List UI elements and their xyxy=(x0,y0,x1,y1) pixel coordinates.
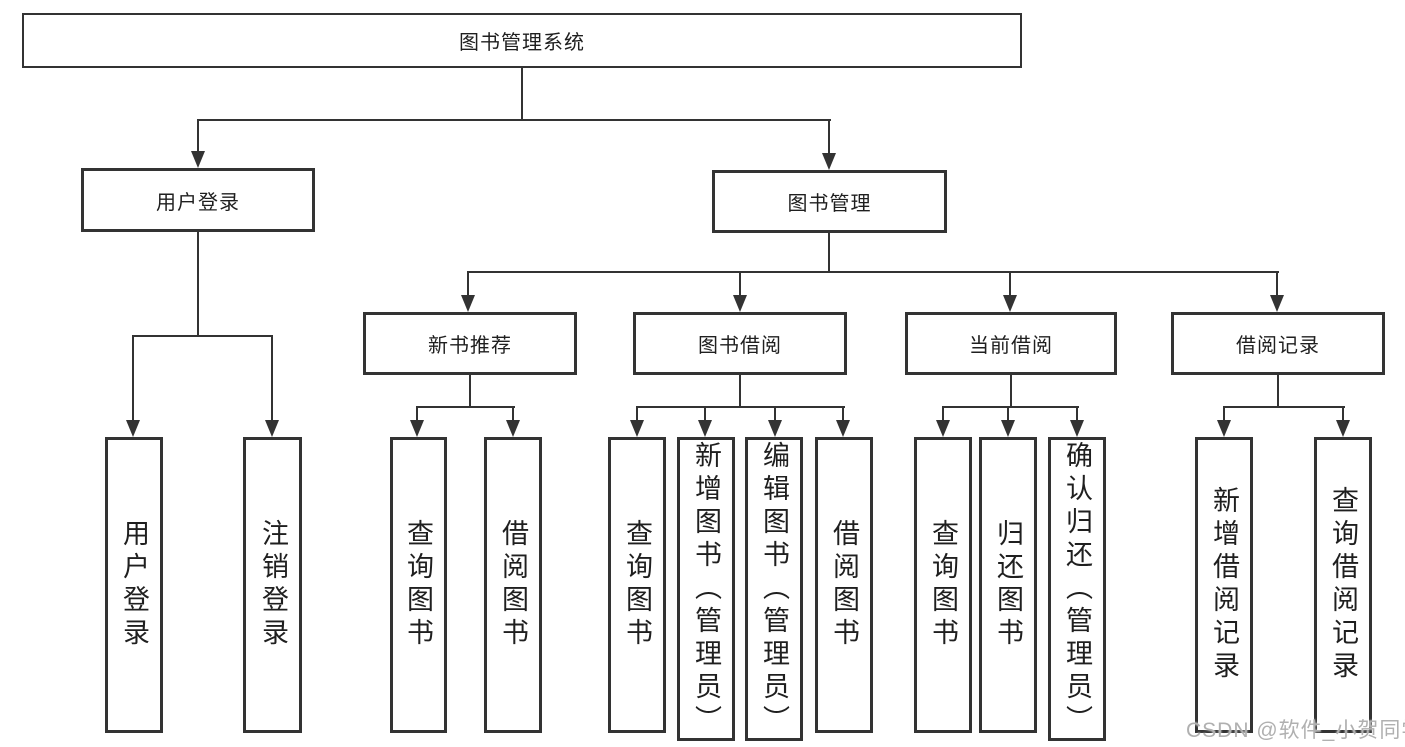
node-current-borrowing: 当前借阅 xyxy=(905,312,1117,375)
connector-line xyxy=(197,119,831,121)
leaf-query-books-current: 查询图书 xyxy=(914,437,972,733)
connector-line xyxy=(1223,406,1345,408)
connector-line xyxy=(842,406,844,423)
node-root: 图书管理系统 xyxy=(22,13,1022,68)
node-user-login: 用户登录 xyxy=(81,168,315,232)
connector-line xyxy=(467,271,469,298)
connector-line xyxy=(774,406,776,423)
connector-line xyxy=(636,406,845,408)
arrowhead-icon xyxy=(1217,420,1231,437)
connector-line xyxy=(469,375,471,408)
connector-line xyxy=(271,335,273,423)
arrowhead-icon xyxy=(768,420,782,437)
leaf-logout: 注销登录 xyxy=(243,437,302,733)
arrowhead-icon xyxy=(1270,295,1284,312)
leaf-borrow-books-borrow: 借阅图书 xyxy=(815,437,873,733)
connector-line xyxy=(132,335,134,423)
arrowhead-icon xyxy=(1001,420,1015,437)
arrowhead-icon xyxy=(265,420,279,437)
connector-line xyxy=(512,406,514,423)
leaf-add-book-admin: 新增图书（管理员） xyxy=(677,437,735,741)
connector-line xyxy=(467,271,1279,273)
connector-line xyxy=(416,406,418,423)
node-book-borrowing: 图书借阅 xyxy=(633,312,847,375)
connector-line xyxy=(828,119,830,155)
arrowhead-icon xyxy=(1336,420,1350,437)
csdn-watermark: CSDN @软件_小贺同学 xyxy=(1186,719,1405,742)
connector-line xyxy=(1076,406,1078,423)
arrowhead-icon xyxy=(126,420,140,437)
leaf-confirm-return-admin: 确认归还（管理员） xyxy=(1048,437,1106,741)
arrowhead-icon xyxy=(822,153,836,170)
node-book-management: 图书管理 xyxy=(712,170,947,233)
connector-line xyxy=(1007,406,1009,423)
leaf-user-login: 用户登录 xyxy=(105,437,163,733)
connector-line xyxy=(704,406,706,423)
arrowhead-icon xyxy=(1070,420,1084,437)
connector-line xyxy=(416,406,515,408)
connector-line xyxy=(197,232,199,337)
leaf-query-books-recommend: 查询图书 xyxy=(390,437,447,733)
arrowhead-icon xyxy=(630,420,644,437)
leaf-query-books-borrow: 查询图书 xyxy=(608,437,666,733)
arrowhead-icon xyxy=(836,420,850,437)
connector-line xyxy=(636,406,638,423)
connector-line xyxy=(1223,406,1225,423)
leaf-add-borrow-record: 新增借阅记录 xyxy=(1195,437,1253,733)
connector-line xyxy=(1009,271,1011,298)
leaf-edit-book-admin: 编辑图书（管理员） xyxy=(745,437,803,741)
arrowhead-icon xyxy=(733,295,747,312)
node-new-book-recommendation: 新书推荐 xyxy=(363,312,577,375)
connector-line xyxy=(739,375,741,408)
leaf-query-borrow-record: 查询借阅记录 xyxy=(1314,437,1372,733)
arrowhead-icon xyxy=(506,420,520,437)
connector-line xyxy=(942,406,1079,408)
connector-line xyxy=(942,406,944,423)
connector-line xyxy=(197,119,199,153)
connector-line xyxy=(739,271,741,298)
connector-line xyxy=(828,233,830,273)
connector-line xyxy=(521,68,523,121)
connector-line xyxy=(1276,271,1278,298)
connector-line xyxy=(1010,375,1012,408)
arrowhead-icon xyxy=(461,295,475,312)
connector-line xyxy=(1277,375,1279,408)
arrowhead-icon xyxy=(1003,295,1017,312)
connector-line xyxy=(132,335,273,337)
arrowhead-icon xyxy=(191,151,205,168)
leaf-return-book: 归还图书 xyxy=(979,437,1037,733)
node-borrow-records: 借阅记录 xyxy=(1171,312,1385,375)
arrowhead-icon xyxy=(410,420,424,437)
connector-line xyxy=(1342,406,1344,423)
arrowhead-icon xyxy=(698,420,712,437)
leaf-borrow-books-recommend: 借阅图书 xyxy=(484,437,542,733)
arrowhead-icon xyxy=(936,420,950,437)
